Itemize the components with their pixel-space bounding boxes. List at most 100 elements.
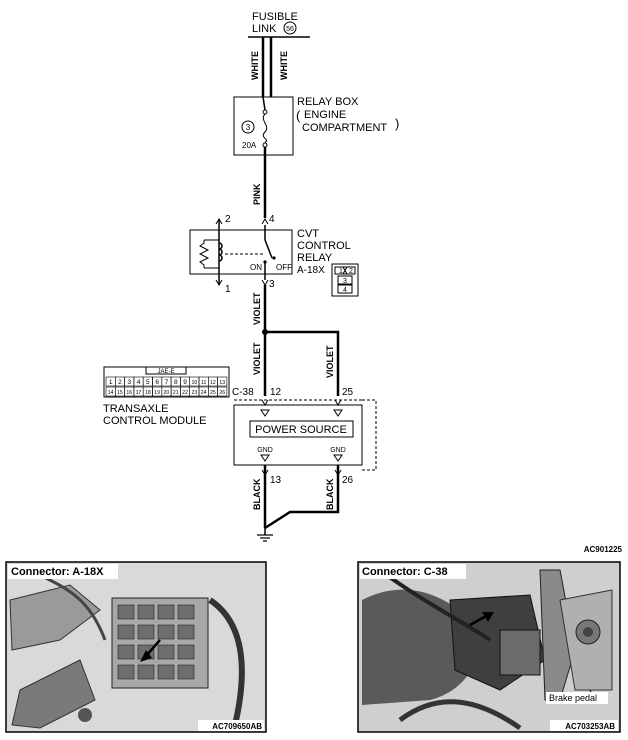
relay-box-label: RELAY BOX xyxy=(297,96,359,108)
tcm-pin-number: 25 xyxy=(210,390,216,396)
tcm-pin-number: 11 xyxy=(201,380,206,386)
tcm-pin-number: 14 xyxy=(108,390,114,396)
tcm-pin-number: 20 xyxy=(164,390,170,396)
relay-conn-cell-3 xyxy=(337,275,353,285)
fuse-terminal-top xyxy=(262,109,268,115)
relay-connector-icon xyxy=(331,263,359,297)
tcm-label: TRANSAXLE xyxy=(103,403,168,415)
cvt-relay-connector: A-18X xyxy=(297,265,325,276)
cvt-relay-label-2: CONTROL xyxy=(297,240,351,252)
cvt-relay-frame xyxy=(189,229,293,275)
wire-label-pink: PINK xyxy=(252,183,262,205)
gnd-arrow-icon-1 xyxy=(260,454,270,462)
relay-conn-x2 xyxy=(342,266,348,275)
tcm-pin-number: 21 xyxy=(173,390,179,396)
power-source-label: POWER SOURCE xyxy=(255,424,347,436)
tcm-pin-number: 19 xyxy=(154,390,160,396)
connector-photo-a18x xyxy=(5,561,267,733)
fuse-element-icon xyxy=(262,113,268,143)
wire-label-black-1: BLACK xyxy=(252,478,262,510)
tcm-pin-number: 18 xyxy=(145,390,151,396)
fuse-number: 3 xyxy=(246,123,251,132)
gnd-label-1: GND xyxy=(257,447,273,454)
tcm-pin-number: 5 xyxy=(146,379,150,386)
fusible-link-label: FUSIBLE xyxy=(252,11,298,23)
connector-photo-c38 xyxy=(357,561,621,733)
relay-conn-pin-3: 3 xyxy=(343,278,347,285)
tcm-pin-cell xyxy=(217,386,228,397)
relay-box-label-2: ENGINE xyxy=(304,109,346,121)
wire-black-2 xyxy=(264,465,340,530)
pin-3-chevron-icon xyxy=(261,279,269,286)
ground-icon xyxy=(257,528,273,542)
tcm-pin-number: 12 xyxy=(210,380,216,386)
gnd-arrow-icon-2 xyxy=(333,454,343,462)
power-source-box xyxy=(249,420,354,438)
tcm-pin-25-chevron-icon xyxy=(334,399,342,406)
tcm-pin-number: 1 xyxy=(109,379,113,386)
cvt-relay-label: CVT xyxy=(297,228,319,240)
tcm-pin-12-chevron-icon xyxy=(261,399,269,406)
fusible-link-label-2: LINK xyxy=(252,23,277,35)
tcm-pin-12: 12 xyxy=(270,387,282,398)
switch-dot-off xyxy=(272,256,276,260)
relay-conn-pin-1: 1 xyxy=(339,268,343,275)
fuse-rating: 20A xyxy=(242,141,257,150)
tcm-pin-number: 15 xyxy=(117,390,123,396)
relay-box-label-3: COMPARTMENT xyxy=(302,122,387,134)
cvt-relay-pin-2: 2 xyxy=(225,214,231,225)
pin-4-chevron-icon xyxy=(261,218,269,225)
relay-connector-row-top xyxy=(334,266,356,275)
photo-right-id: AC703253AB xyxy=(565,722,615,731)
relay-conn-pin-2: 2 xyxy=(349,268,353,275)
wire-label-violet-2: VIOLET xyxy=(252,342,262,375)
tcm-pin-number: 10 xyxy=(191,380,197,386)
fuse-lead-top xyxy=(262,96,266,111)
tcm-pin-number: 2 xyxy=(118,379,122,386)
fuse-terminal-bottom xyxy=(262,142,268,148)
photo-left-id: AC709650AB xyxy=(212,722,262,731)
power-input-arrow-icon-1 xyxy=(260,409,270,417)
tcm-pin-number: 9 xyxy=(183,379,187,386)
tcm-pin-number: 23 xyxy=(191,390,197,396)
tcm-module-dashed-extent xyxy=(362,399,377,471)
tcm-label-2: CONTROL MODULE xyxy=(103,415,207,427)
cvt-relay-pin-1: 1 xyxy=(225,284,231,295)
tcm-pin-26: 26 xyxy=(342,475,354,486)
tcm-pin-number: 8 xyxy=(174,379,178,386)
wire-label-violet-1: VIOLET xyxy=(252,292,262,325)
tcm-pin-number: 22 xyxy=(182,390,188,396)
relay-coil-icon xyxy=(218,242,223,262)
tcm-pin-13: 13 xyxy=(270,475,282,486)
cvt-relay-label-3: RELAY xyxy=(297,252,333,264)
wire-label-black-2: BLACK xyxy=(325,478,335,510)
wire-label-white-2: WHITE xyxy=(279,51,289,80)
tcm-pin-25: 25 xyxy=(342,387,354,398)
wire-violet-branch xyxy=(265,330,340,396)
tcm-pin-number: 16 xyxy=(126,390,132,396)
tcm-pin-number: 24 xyxy=(201,390,207,396)
relay-box-paren-open: ( xyxy=(296,108,301,123)
power-input-arrow-icon-2 xyxy=(333,409,343,417)
tcm-module-frame xyxy=(233,404,363,466)
wire-label-violet-3: VIOLET xyxy=(325,345,335,378)
tcm-pin-number: 7 xyxy=(165,379,169,386)
tcm-connector-code: JAE-E xyxy=(157,369,174,375)
tcm-connector-label: C-38 xyxy=(232,387,254,398)
fuse-number-circle xyxy=(241,120,255,134)
tcm-pin-number: 6 xyxy=(155,379,159,386)
relay-conn-pin-4: 4 xyxy=(343,287,347,294)
tcm-pin-number: 13 xyxy=(219,380,225,386)
cvt-relay-pin-3: 3 xyxy=(269,279,275,290)
fusible-link-number-circle xyxy=(283,21,297,35)
relay-box-paren-close: ) xyxy=(395,116,399,131)
switch-off-label: OFF xyxy=(276,263,292,272)
tcm-pin-number: 4 xyxy=(137,379,141,386)
fusible-link-number: 56 xyxy=(286,26,294,33)
photo-left-title: Connector: A-18X xyxy=(11,566,104,578)
wire-label-white-1: WHITE xyxy=(250,51,260,80)
tcm-pin-number: 17 xyxy=(136,390,142,396)
relay-resistor-icon xyxy=(198,240,210,268)
